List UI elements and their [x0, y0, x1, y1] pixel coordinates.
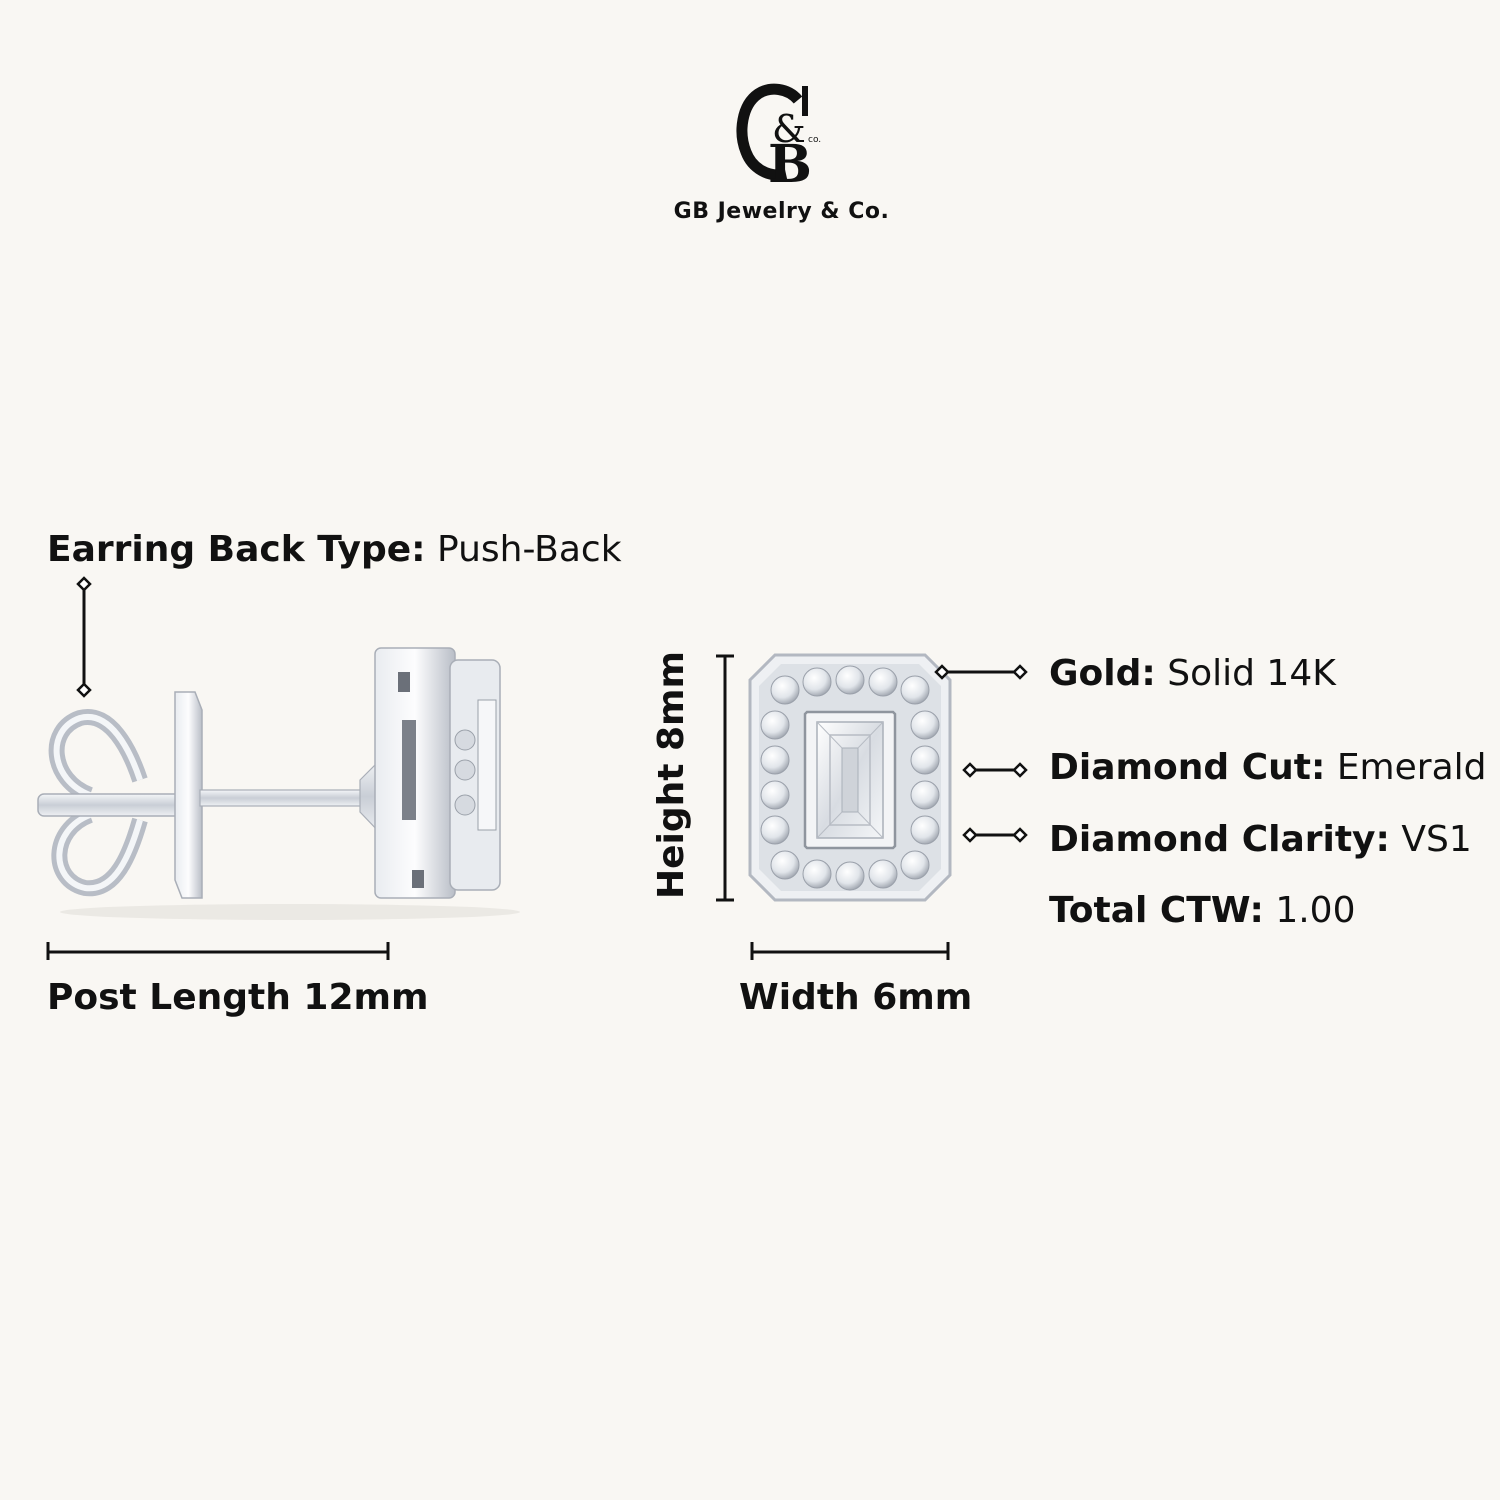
height-dimension-line — [716, 654, 734, 902]
post-length-label: Post Length 12mm — [47, 977, 429, 1018]
spec-clarity-label: Diamond Clarity: — [1049, 819, 1390, 860]
connector-diamond-icon — [962, 827, 1028, 843]
spec-cut-value: Emerald — [1336, 747, 1487, 788]
post-length-dimension-line — [46, 942, 390, 960]
spec-back-type-label: Earring Back Type: — [47, 529, 426, 570]
spec-cut-label: Diamond Cut: — [1049, 747, 1326, 788]
earring-front-view — [748, 653, 952, 902]
spec-ctw: Total CTW: 1.00 — [1049, 893, 1355, 929]
gb-monogram-logo: & B co. — [736, 83, 821, 190]
spec-clarity-value: VS1 — [1401, 819, 1472, 860]
spec-clarity: Diamond Clarity: VS1 — [1049, 822, 1472, 858]
earring-side-view — [37, 647, 520, 920]
spec-gold: Gold: Solid 14K — [1049, 656, 1336, 692]
svg-text:B: B — [768, 134, 812, 190]
spec-ctw-label: Total CTW: — [1049, 890, 1264, 931]
height-label: Height 8mm — [651, 650, 692, 900]
connector-diamond-icon — [934, 664, 1028, 680]
spec-back-type: Earring Back Type: Push-Back — [47, 532, 622, 568]
width-label: Width 6mm — [739, 977, 973, 1018]
connector-diamond-icon — [962, 762, 1028, 778]
svg-text:co.: co. — [808, 135, 821, 145]
spec-back-type-value: Push-Back — [437, 529, 622, 570]
width-dimension-line — [750, 942, 950, 960]
spec-gold-value: Solid 14K — [1167, 653, 1336, 694]
brand-name: GB Jewelry & Co. — [673, 199, 890, 224]
svg-text:&: & — [772, 107, 806, 151]
spec-gold-label: Gold: — [1049, 653, 1156, 694]
back-type-connector — [76, 576, 92, 698]
spec-ctw-value: 1.00 — [1275, 890, 1356, 931]
spec-cut: Diamond Cut: Emerald — [1049, 750, 1487, 786]
